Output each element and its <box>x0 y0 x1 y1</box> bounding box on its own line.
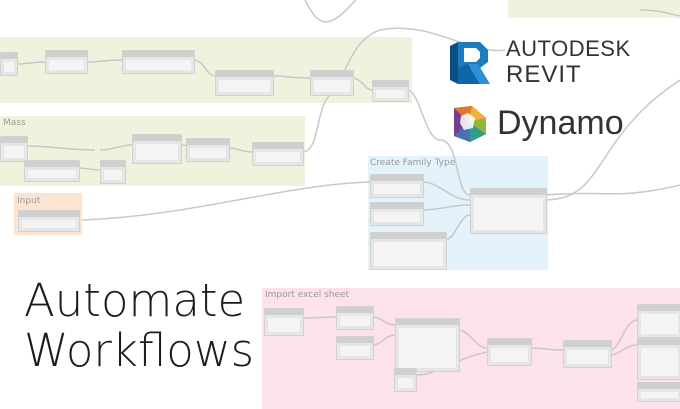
graph-node[interactable] <box>637 304 680 338</box>
graph-node[interactable] <box>264 308 304 336</box>
family-type-node[interactable] <box>470 188 547 234</box>
input-node[interactable] <box>18 210 80 232</box>
graph-node[interactable] <box>100 160 126 184</box>
graph-node[interactable] <box>370 174 424 198</box>
graph-node[interactable] <box>370 202 424 226</box>
graph-node[interactable] <box>252 142 304 166</box>
group-title-create-family-type: Create Family Type <box>370 158 456 168</box>
group-title-input: Input <box>17 196 41 206</box>
graph-node[interactable] <box>132 134 182 164</box>
graph-node[interactable] <box>637 338 680 380</box>
graph-node[interactable] <box>394 368 417 392</box>
graph-node[interactable] <box>122 50 195 74</box>
graph-node[interactable] <box>487 338 532 366</box>
graph-node[interactable] <box>310 70 354 96</box>
revit-logo-icon <box>450 42 490 84</box>
graph-node[interactable] <box>0 136 28 162</box>
headline-line-1: Automate <box>24 274 246 327</box>
graph-node[interactable] <box>336 306 374 330</box>
graph-node[interactable] <box>372 80 409 102</box>
headline: Automate Workflows <box>24 276 254 376</box>
graph-node[interactable] <box>186 138 230 162</box>
headline-line-2: Workflows <box>24 324 255 377</box>
graph-node[interactable] <box>24 160 80 182</box>
graph-node[interactable] <box>563 340 612 368</box>
graph-node[interactable] <box>45 50 88 74</box>
group-title-mass: Mass <box>3 118 26 128</box>
dynamo-wordmark: Dynamo <box>497 104 624 142</box>
group-title-import-excel: Import excel sheet <box>265 290 350 300</box>
graph-node[interactable] <box>0 52 18 76</box>
graph-node[interactable] <box>395 318 460 372</box>
graph-node[interactable] <box>637 382 680 402</box>
group-top-strip[interactable] <box>508 0 680 18</box>
graph-node[interactable] <box>370 232 447 270</box>
graph-node[interactable] <box>336 336 374 360</box>
graph-node[interactable] <box>215 70 274 96</box>
revit-wordmark: REVIT <box>506 61 582 88</box>
autodesk-wordmark: AUTODESK <box>506 36 631 61</box>
dynamo-logo-icon <box>454 106 486 142</box>
